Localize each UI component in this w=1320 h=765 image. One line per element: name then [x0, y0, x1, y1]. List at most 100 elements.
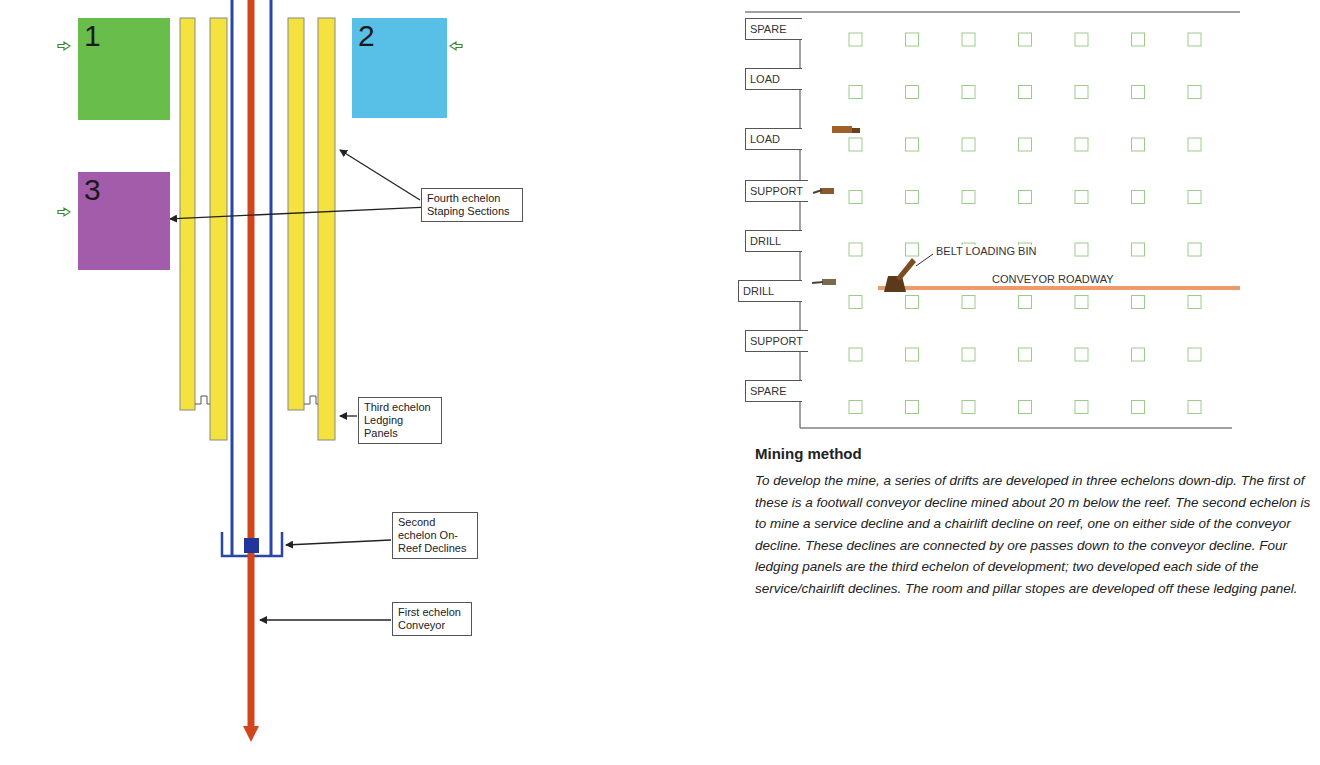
pillar	[906, 86, 919, 99]
section-number: 2	[352, 18, 447, 54]
ledging-panel	[180, 18, 195, 410]
pillar	[1132, 401, 1145, 414]
pillar	[849, 33, 862, 46]
belt-loading-bin	[884, 276, 906, 292]
ledging-crosscut	[195, 396, 210, 404]
stope-boundary	[745, 12, 1240, 13]
direction-arrow	[58, 42, 70, 50]
pillar	[1132, 243, 1145, 256]
room-label: SPARE	[745, 18, 802, 40]
node-label: First echelon Conveyor	[398, 606, 466, 632]
leader-line	[260, 619, 391, 620]
pillar	[849, 243, 862, 256]
conveyor-roadway	[878, 286, 1240, 290]
direction-arrow	[58, 208, 70, 216]
node-label: Second echelon On-Reef Declines	[398, 516, 472, 555]
loader-icon	[832, 126, 860, 133]
section-number: 3	[78, 172, 170, 208]
node-label: SUPPORT	[750, 334, 804, 348]
room-label: LOAD	[745, 128, 802, 150]
pillar	[1019, 191, 1032, 204]
node-label: SPARE	[750, 384, 798, 398]
callout-box: Second echelon On-Reef Declines	[392, 512, 478, 559]
pillar	[962, 348, 975, 361]
pillar	[849, 348, 862, 361]
leader-line	[340, 415, 357, 416]
support-rig-icon	[813, 188, 834, 194]
leader-arrow	[170, 207, 421, 219]
pillar	[849, 191, 862, 204]
pillar	[1188, 243, 1201, 256]
pillar	[1075, 243, 1088, 256]
leader-line	[916, 254, 933, 266]
conveyor-decline	[248, 0, 255, 728]
pillar	[906, 33, 919, 46]
pillar	[962, 296, 975, 309]
chairlift-decline	[270, 0, 273, 555]
pillar	[906, 401, 919, 414]
pillar	[1019, 401, 1032, 414]
section-number: 1	[78, 18, 170, 54]
pillar	[1075, 348, 1088, 361]
pillar	[849, 138, 862, 151]
pillar-grid	[849, 33, 1201, 414]
stope-boundary	[800, 428, 1232, 429]
node-label: SPARE	[750, 22, 798, 36]
pillar	[1075, 401, 1088, 414]
callout-box: Third echelon Ledging Panels	[358, 397, 442, 444]
node-label: LOAD	[750, 132, 798, 146]
pillar	[1132, 33, 1145, 46]
direction-arrow	[450, 42, 462, 50]
pillar	[1188, 33, 1201, 46]
leader-line	[286, 540, 391, 545]
pillar	[1132, 138, 1145, 151]
pillar	[1075, 138, 1088, 151]
node-label: LOAD	[750, 72, 798, 86]
node-label: DRILL	[750, 234, 798, 248]
node-label: SUPPORT	[750, 184, 804, 198]
room-label: SUPPORT	[745, 330, 808, 352]
stoping-section: 1	[78, 18, 170, 120]
diagram-label: CONVEYOR ROADWAY	[990, 273, 1116, 286]
pillar	[1132, 296, 1145, 309]
pillar	[962, 401, 975, 414]
pillar	[1019, 33, 1032, 46]
room-label: LOAD	[745, 68, 802, 90]
caption: To develop the mine, a series of drifts …	[755, 470, 1315, 599]
pillar	[1132, 191, 1145, 204]
diagram-label: BELT LOADING BIN	[934, 245, 1038, 258]
pillar	[1188, 191, 1201, 204]
pillar	[906, 243, 919, 256]
drill-rig-icon	[812, 279, 836, 285]
pillar	[1019, 86, 1032, 99]
room-label: SPARE	[745, 380, 802, 402]
pillar	[962, 138, 975, 151]
pillar	[906, 191, 919, 204]
pillar	[1188, 401, 1201, 414]
pillar	[849, 296, 862, 309]
pillar	[962, 33, 975, 46]
pillar	[849, 401, 862, 414]
pillar	[1188, 296, 1201, 309]
callout-box: First echelon Conveyor	[392, 602, 472, 636]
pillar	[1188, 138, 1201, 151]
pillar	[1019, 138, 1032, 151]
conveyor-arrowhead	[243, 726, 259, 742]
ledging-panel	[318, 18, 335, 440]
pillar	[1132, 86, 1145, 99]
node-label: Third echelon Ledging Panels	[364, 401, 436, 440]
stoping-section: 2	[352, 18, 447, 118]
pillar	[962, 86, 975, 99]
pillar	[1075, 191, 1088, 204]
ore-pass	[244, 538, 259, 553]
pillar	[1132, 348, 1145, 361]
service-decline	[231, 0, 234, 555]
pillar	[1075, 296, 1088, 309]
pillar	[906, 296, 919, 309]
node-label: DRILL	[743, 284, 798, 298]
pillar	[1075, 86, 1088, 99]
room-label: DRILL	[745, 230, 802, 252]
